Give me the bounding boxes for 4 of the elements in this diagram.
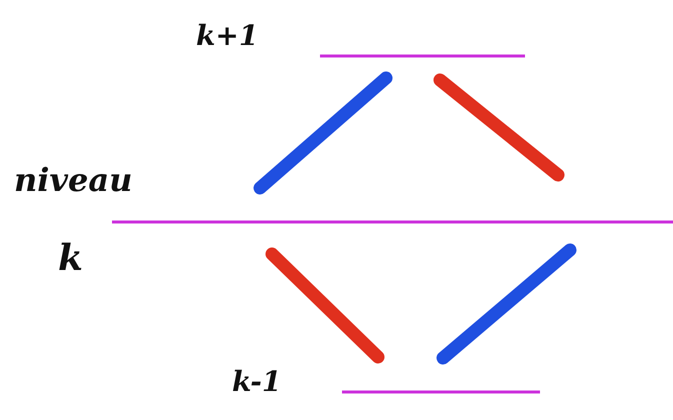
level-label: niveau xyxy=(14,164,132,196)
level-label: k xyxy=(58,240,83,276)
level-label: k-1 xyxy=(232,368,282,396)
level-label: k+1 xyxy=(196,22,258,50)
